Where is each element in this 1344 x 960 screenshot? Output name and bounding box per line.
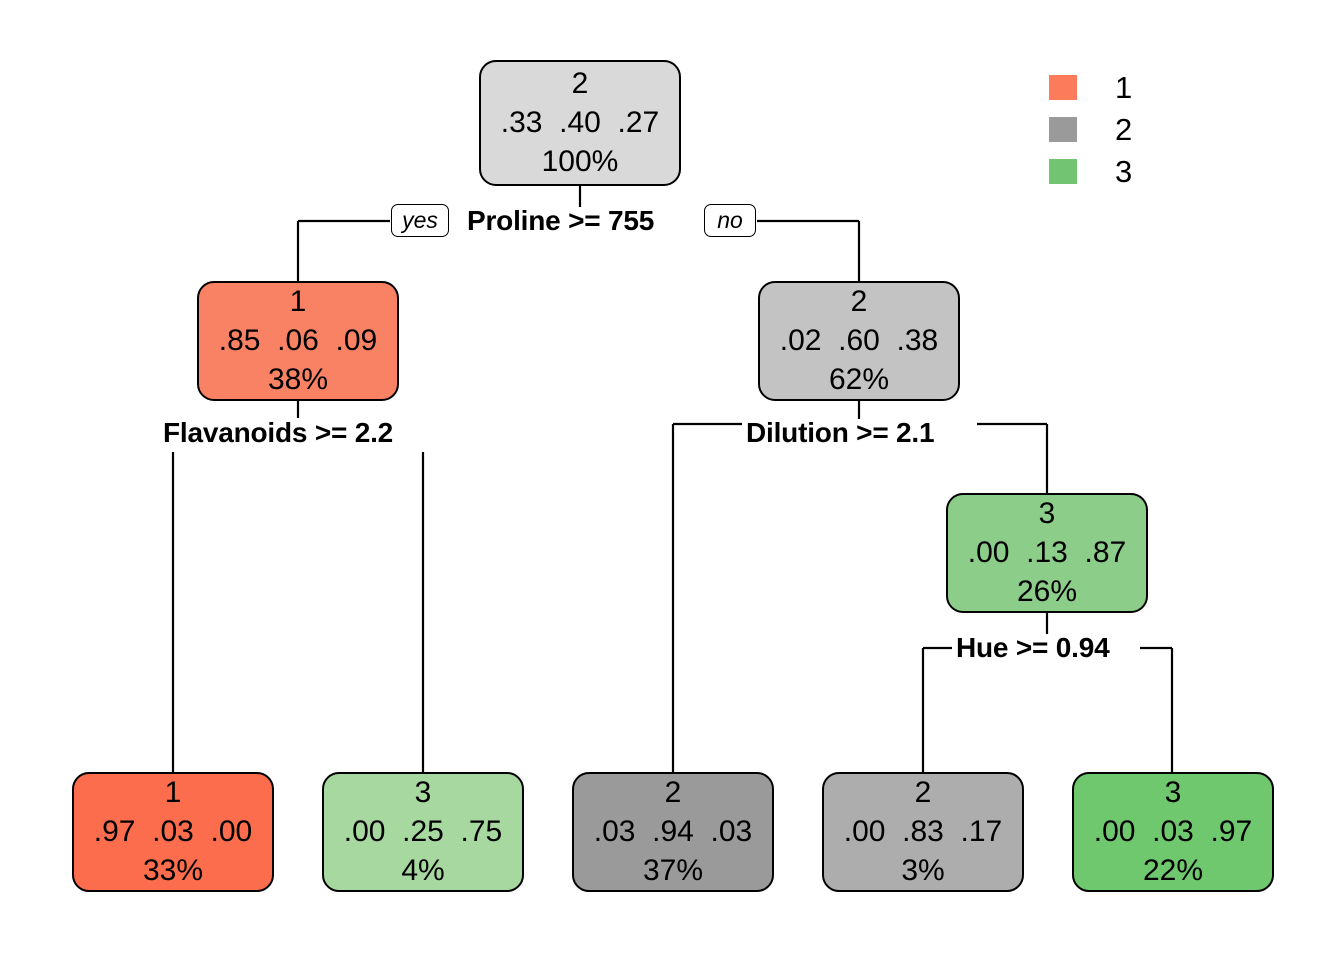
node-class-label: 3	[414, 776, 432, 809]
split-proline-yes-pill[interactable]: yes	[391, 204, 449, 237]
node-percentage: 62%	[828, 363, 890, 396]
node-proline-no[interactable]: 2 .02 .60 .38 62%	[758, 281, 960, 401]
legend-label: 1	[1115, 69, 1133, 105]
node-class-label: 2	[850, 285, 868, 318]
node-percentage: 33%	[142, 854, 204, 887]
node-percentage: 3%	[901, 854, 945, 887]
leaf-hue-yes[interactable]: 2 .00 .83 .17 3%	[822, 772, 1024, 892]
split-label-dilution[interactable]: Dilution >= 2.1	[742, 419, 939, 447]
node-percentage: 26%	[1016, 575, 1078, 608]
node-probabilities: .00 .83 .17	[843, 815, 1003, 848]
node-percentage: 37%	[642, 854, 704, 887]
split-label-flavanoids[interactable]: Flavanoids >= 2.2	[159, 419, 398, 447]
legend-label: 2	[1115, 111, 1133, 147]
node-probabilities: .85 .06 .09	[218, 324, 378, 357]
node-percentage: 22%	[1142, 854, 1204, 887]
legend-item[interactable]: 3	[1049, 150, 1132, 192]
node-class-label: 1	[164, 776, 182, 809]
leaf-dilution-yes[interactable]: 2 .03 .94 .03 37%	[572, 772, 774, 892]
node-class-label: 2	[664, 776, 682, 809]
leaf-hue-no[interactable]: 3 .00 .03 .97 22%	[1072, 772, 1274, 892]
node-probabilities: .00 .03 .97	[1093, 815, 1253, 848]
node-percentage: 100%	[541, 145, 619, 178]
node-probabilities: .00 .25 .75	[343, 815, 503, 848]
node-probabilities: .02 .60 .38	[779, 324, 939, 357]
node-class-label: 1	[289, 285, 307, 318]
node-probabilities: .33 .40 .27	[500, 106, 660, 139]
legend-swatch-class-1	[1049, 74, 1077, 100]
node-proline-yes[interactable]: 1 .85 .06 .09 38%	[197, 281, 399, 401]
legend-label: 3	[1115, 153, 1133, 189]
legend-swatch-class-2	[1049, 116, 1077, 142]
split-label-proline[interactable]: Proline >= 755	[463, 207, 659, 235]
leaf-flavanoids-no[interactable]: 3 .00 .25 .75 4%	[322, 772, 524, 892]
legend-item[interactable]: 2	[1049, 108, 1132, 150]
node-class-label: 2	[914, 776, 932, 809]
split-label-hue[interactable]: Hue >= 0.94	[952, 634, 1114, 662]
legend: 1 2 3	[1049, 66, 1132, 192]
node-class-label: 3	[1038, 497, 1056, 530]
node-dilution-no[interactable]: 3 .00 .13 .87 26%	[946, 493, 1148, 613]
node-percentage: 4%	[401, 854, 445, 887]
node-probabilities: .03 .94 .03	[593, 815, 753, 848]
node-class-label: 2	[571, 67, 589, 100]
split-proline-no-pill[interactable]: no	[704, 204, 756, 237]
node-root[interactable]: 2 .33 .40 .27 100%	[479, 60, 681, 186]
leaf-flavanoids-yes[interactable]: 1 .97 .03 .00 33%	[72, 772, 274, 892]
node-percentage: 38%	[267, 363, 329, 396]
node-probabilities: .00 .13 .87	[967, 536, 1127, 569]
legend-swatch-class-3	[1049, 158, 1077, 184]
node-probabilities: .97 .03 .00	[93, 815, 253, 848]
node-class-label: 3	[1164, 776, 1182, 809]
legend-item[interactable]: 1	[1049, 66, 1132, 108]
